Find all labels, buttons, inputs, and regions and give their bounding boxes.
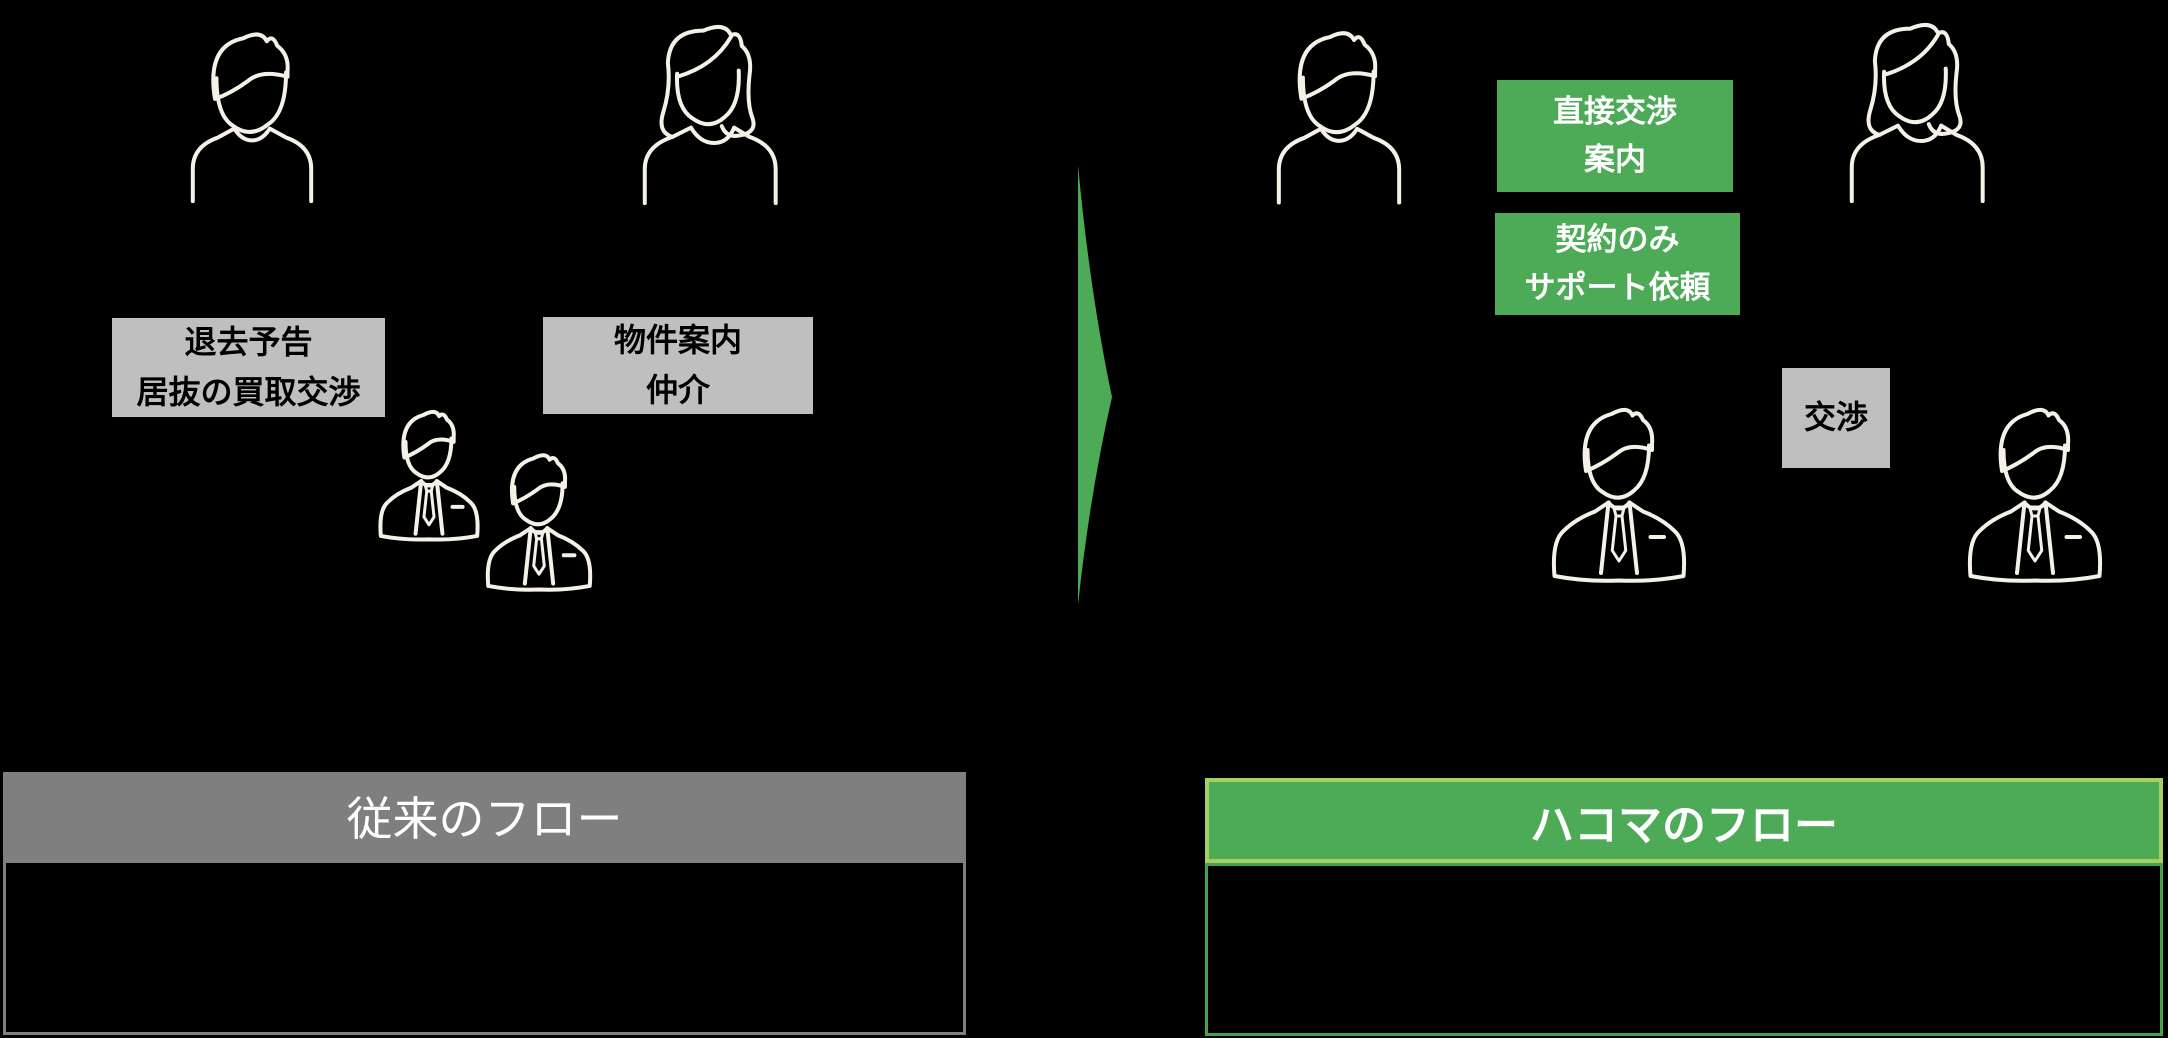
traditional-flow-panel: 従来のフロー — [3, 772, 966, 1035]
negotiation-label-box: 交渉 — [1782, 368, 1890, 468]
label-line: 物件案内 — [613, 321, 742, 358]
label-line: 案内 — [1584, 142, 1646, 177]
label-line: 居抜の買取交渉 — [136, 373, 361, 410]
man-icon — [1263, 25, 1415, 207]
direct-negotiation-label-box: 直接交渉 案内 — [1497, 80, 1733, 192]
businessman-icon — [373, 396, 485, 546]
hakoma-flow-title: ハコマのフロー — [1530, 800, 1838, 850]
businessman-icon — [1544, 389, 1694, 589]
tenant-agent-label-box: 退去予告 居抜の買取交渉 — [112, 318, 385, 417]
hakoma-flow-panel-header: ハコマのフロー — [1205, 778, 2163, 863]
woman-icon — [1841, 16, 1995, 206]
businessman-icon — [1960, 389, 2110, 589]
traditional-flow-panel-header: 従来のフロー — [3, 772, 966, 860]
agent-buyer-label-box: 物件案内 仲介 — [543, 317, 813, 414]
hakoma-flow-panel: ハコマのフロー — [1205, 778, 2163, 1036]
label-line: 交渉 — [1803, 399, 1868, 436]
man-icon — [178, 26, 326, 206]
label-line: 退去予告 — [184, 323, 313, 360]
hakoma-flow-panel-body — [1205, 863, 2163, 1036]
traditional-flow-panel-body — [3, 860, 966, 1035]
contract-support-label-box: 契約のみ サポート依頼 — [1495, 213, 1740, 315]
traditional-flow-title: 従来のフロー — [346, 793, 623, 845]
right-chevron-arrow-icon — [1078, 165, 1112, 605]
label-line: サポート依頼 — [1524, 270, 1711, 305]
label-line: 契約のみ — [1555, 221, 1680, 257]
label-line: 仲介 — [645, 371, 710, 408]
label-line: 直接交渉 — [1553, 93, 1677, 129]
woman-icon — [634, 18, 788, 208]
businessman-icon — [480, 441, 598, 594]
